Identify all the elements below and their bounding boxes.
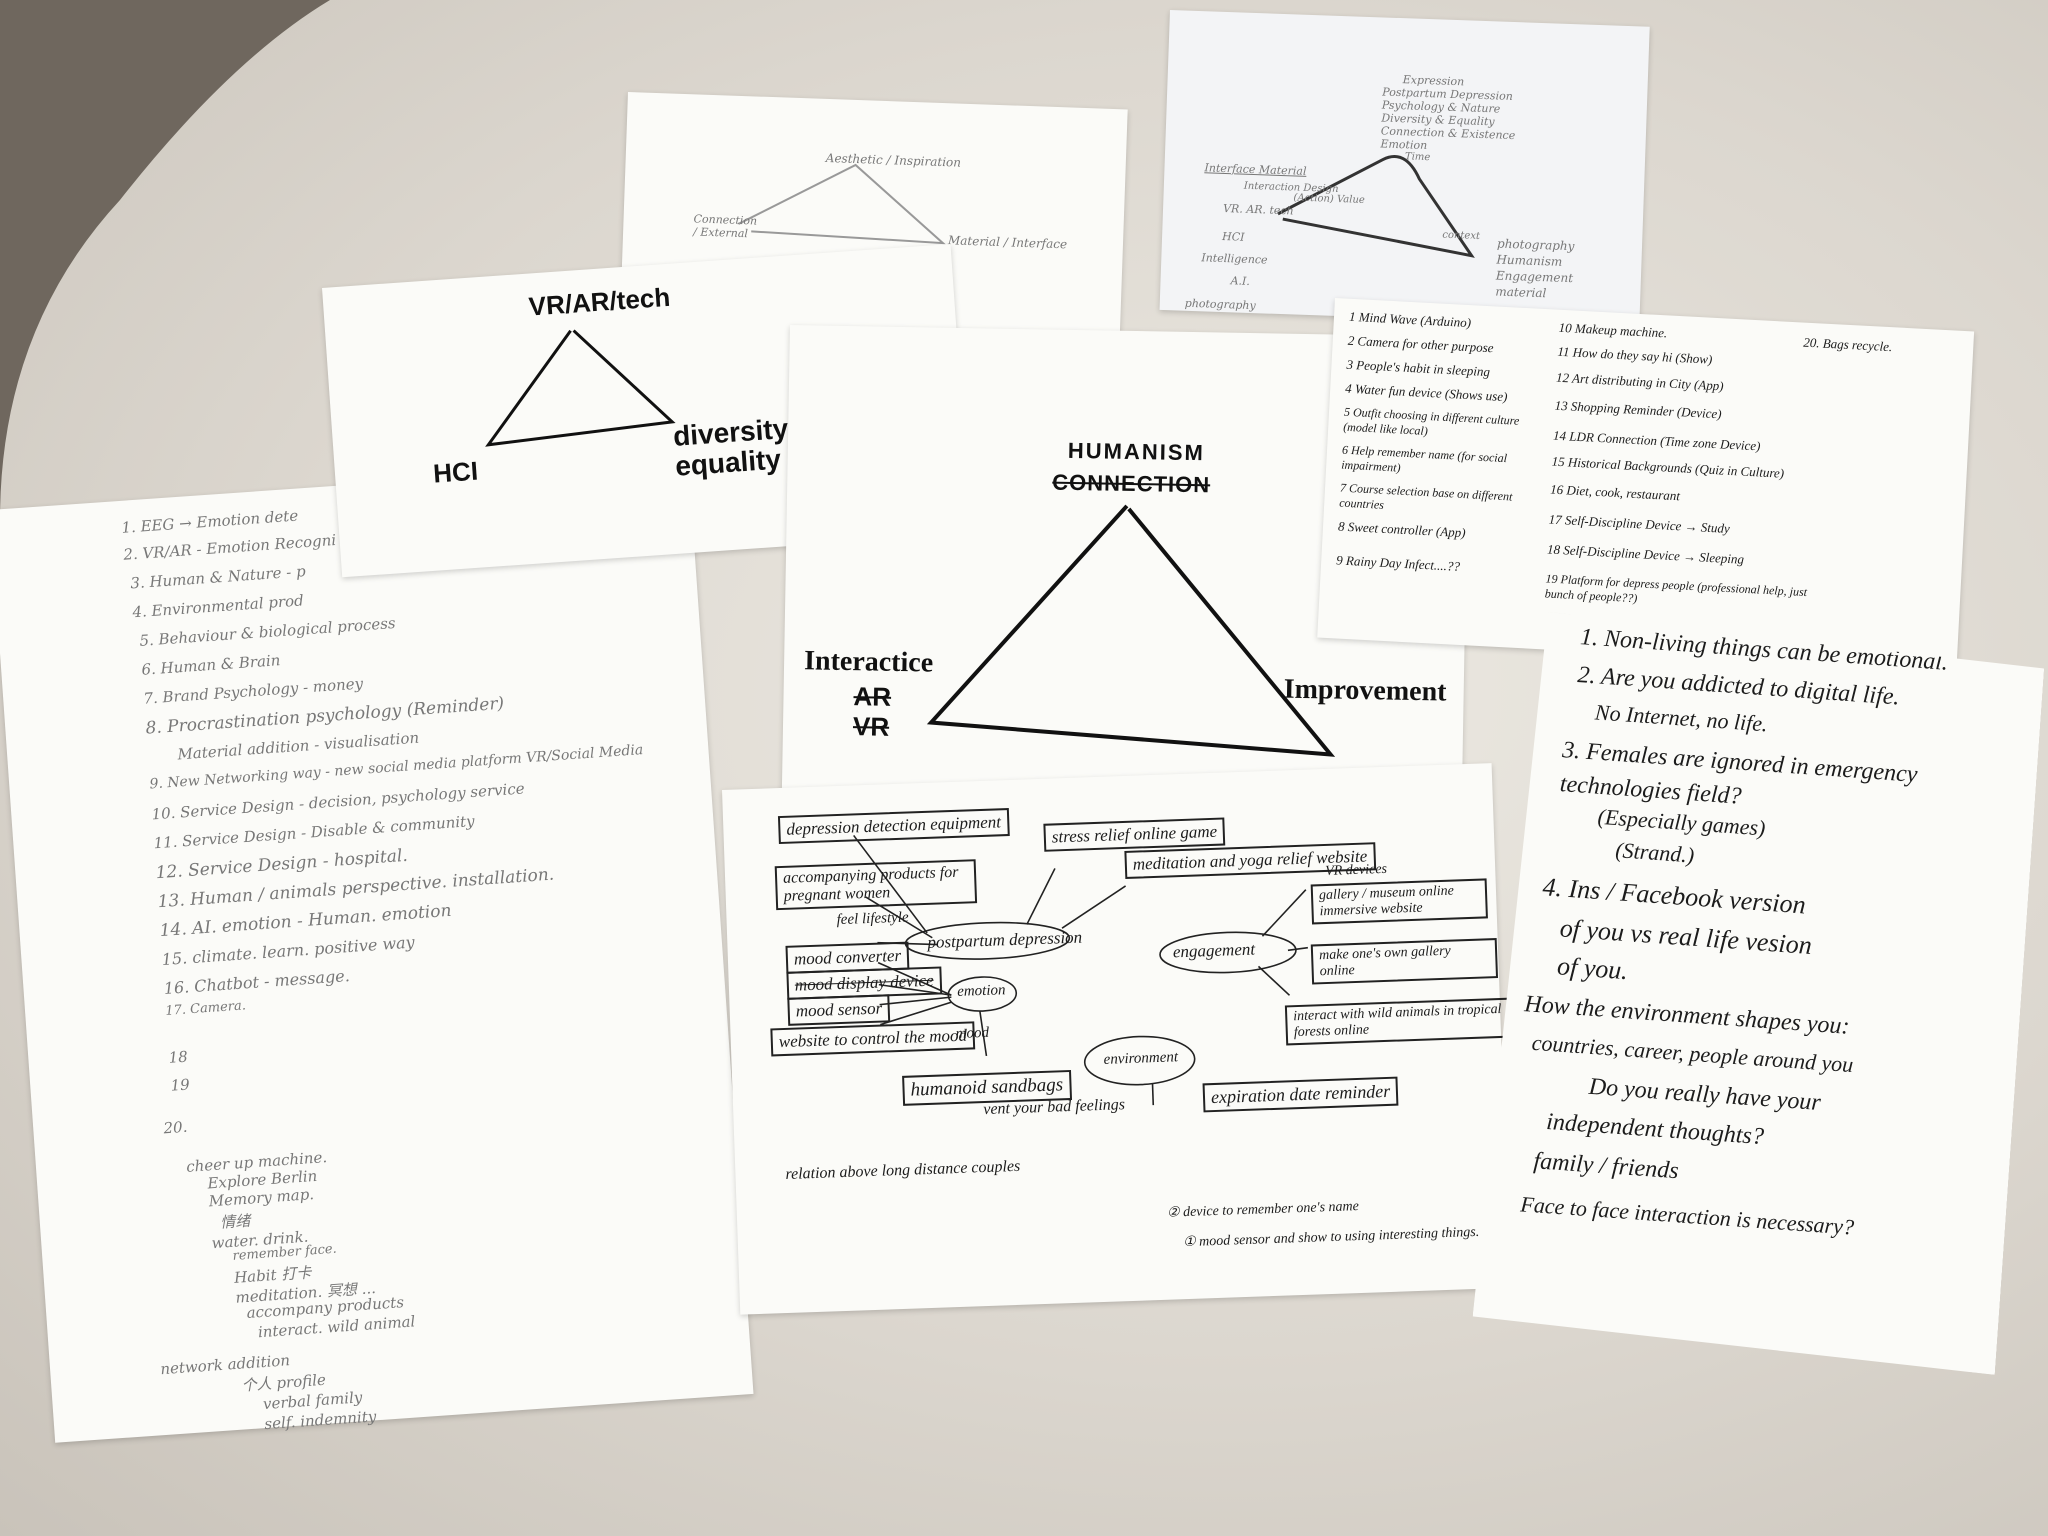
paper-vr-triangle: VR/AR/tech HCI diversity / equality	[322, 244, 971, 578]
question-line: No Internet, no life.	[1594, 699, 1769, 737]
node-mood-sensor: mood sensor	[787, 994, 891, 1026]
question-line: Do you really have your	[1587, 1073, 1822, 1117]
list-item: 18	[168, 1047, 189, 1067]
idea-item: 20. Bags recycle.	[1802, 334, 1893, 355]
triangle-sketch	[485, 329, 676, 447]
idea-item: 12 Art distributing in City (App)	[1555, 369, 1725, 394]
idea-item: 14 LDR Connection (Time zone Device)	[1552, 427, 1761, 454]
list-line: A.I.	[1230, 274, 1251, 288]
node-mood: mood	[955, 1024, 990, 1042]
list-line: Intelligence	[1201, 251, 1268, 267]
idea-item: 5 Outfit choosing in different culture (…	[1342, 404, 1520, 439]
list-item: 6. Human & Brain	[140, 651, 281, 679]
idea-item: 7 Course selection base on different cou…	[1338, 480, 1513, 512]
triangle-right-label: Improvement	[1283, 673, 1447, 708]
triangle-sketch	[738, 163, 946, 245]
node-vr-devices: VR devices	[1324, 861, 1388, 879]
node-engagement: engagement	[1172, 939, 1256, 962]
list-item: 7. Brand Psychology - money	[142, 674, 364, 708]
paper-aesthetic-triangle: Aesthetic / Inspiration Connection / Ext…	[619, 92, 1128, 340]
question-line: (Strand.)	[1614, 837, 1696, 868]
node-accompanying-products: accompanying products for pregnant women	[774, 859, 978, 911]
idea-item: 18 Self-Discipline Device → Sleeping	[1546, 541, 1745, 567]
list-line: HCI	[1221, 229, 1245, 244]
list-item: 17. Camera.	[164, 998, 247, 1019]
question-line: of you.	[1556, 951, 1629, 986]
question-line: Face to face interaction is necessary?	[1519, 1191, 1855, 1240]
list-line: photography	[1184, 296, 1256, 313]
question-line: family / friends	[1532, 1148, 1680, 1185]
struck-label: AR	[853, 681, 892, 712]
note-line: material	[1495, 284, 1547, 301]
node-emotion: emotion	[956, 982, 1006, 1000]
paper-humanism-triangle: HUMANISM CONNECTION Interactice AR VR Im…	[781, 325, 1470, 807]
note-line: Humanism	[1496, 252, 1563, 269]
mind-map-links	[853, 834, 1308, 1106]
list-item: 20.	[162, 1117, 188, 1138]
idea-item: 13 Shopping Reminder (Device)	[1554, 397, 1722, 422]
paper-keyword-triangle: Expression Postpartum Depression Psychol…	[1159, 10, 1650, 327]
idea-item: 17 Self-Discipline Device → Study	[1548, 511, 1731, 536]
note-line: Engagement	[1495, 268, 1574, 286]
paper-idea-list: 1. EEG → Emotion dete 2. VR/AR - Emotion…	[0, 461, 754, 1443]
triangle-sketch	[926, 504, 1336, 757]
tri-label: Time	[1404, 151, 1431, 164]
idea-item: 11 How do they say hi (Show)	[1557, 343, 1713, 367]
idea-item: 1 Mind Wave (Arduino)	[1348, 308, 1472, 331]
idea-item: 4 Water fun device (Shows use)	[1344, 380, 1508, 405]
idea-item: 10 Makeup machine.	[1558, 319, 1668, 341]
triangle-left-label: Interactice	[803, 645, 934, 679]
paper-mind-map: depression detection equipment accompany…	[722, 763, 1523, 1315]
triangle-sketch	[1277, 155, 1475, 258]
node-wild-animals: interact with wild animals in tropical f…	[1284, 997, 1523, 1046]
node-environment: environment	[1103, 1049, 1179, 1068]
list-item: 1. EEG → Emotion dete	[120, 506, 299, 537]
list-item: 16. Chatbot - message.	[163, 966, 351, 999]
note-line: photography	[1496, 236, 1575, 254]
triangle-left-label: HCI	[432, 455, 479, 489]
list-item: 2. VR/AR - Emotion Recogni	[122, 530, 337, 564]
list-item: 3. Human & Nature - p	[129, 562, 307, 593]
list-item: 19	[169, 1075, 191, 1095]
question-line: independent thoughts?	[1545, 1108, 1765, 1151]
paper-numbered-ideas: 1 Mind Wave (Arduino) 2 Camera for other…	[1317, 298, 1975, 672]
idea-item: 19 Platform for depress people (professi…	[1544, 571, 1808, 606]
idea-item: 15 Historical Backgrounds (Quiz in Cultu…	[1551, 453, 1785, 481]
struck-label: VR	[852, 711, 890, 742]
node-gallery-museum: gallery / museum online immersive websit…	[1310, 878, 1488, 925]
list-line: VR. AR. tech	[1222, 201, 1294, 218]
scribble: 情绪	[219, 1211, 251, 1232]
idea-item: 9 Rainy Day Infect....??	[1335, 552, 1461, 574]
node-own-gallery: make one's own gallery online	[1310, 938, 1499, 985]
idea-item: 3 People's habit in sleeping	[1346, 356, 1491, 380]
node-note: feel lifestyle	[836, 909, 909, 929]
tri-label: context	[1442, 229, 1481, 242]
list-item: 5. Behaviour & biological process	[138, 614, 397, 650]
idea-item: 2 Camera for other purpose	[1347, 332, 1494, 356]
triangle-left-label: Connection / External	[692, 212, 758, 241]
paper-questions: 1. Non-living things can be emotional. 2…	[1471, 610, 2046, 1375]
idea-item: 8 Sweet controller (App)	[1337, 518, 1466, 541]
question-line: 4. Ins / Facebook version	[1541, 872, 1807, 920]
idea-item: 6 Help remember name (for social impairm…	[1340, 442, 1508, 475]
list-item: 4. Environmental prod	[131, 591, 305, 622]
idea-item: 16 Diet, cook, restaurant	[1549, 481, 1681, 504]
